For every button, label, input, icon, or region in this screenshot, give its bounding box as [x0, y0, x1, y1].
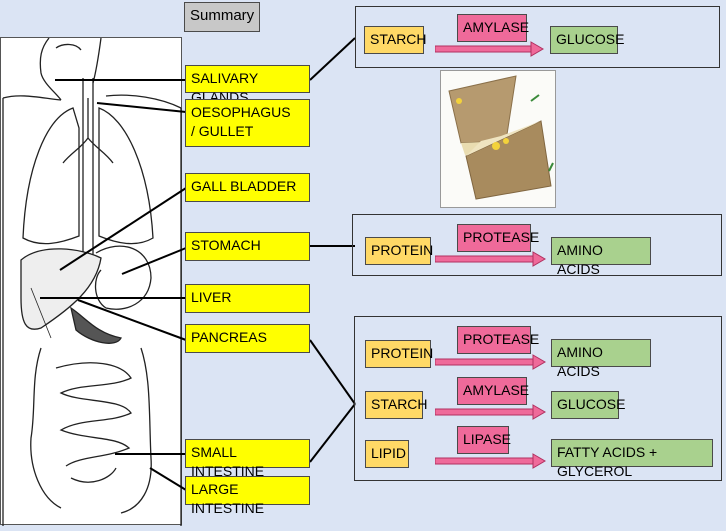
- digestive-system-illustration: [0, 37, 182, 526]
- reaction-group-small-intestine: [354, 316, 722, 481]
- product-fatty-acids-glycerol: FATTY ACIDS + GLYCEROL: [551, 439, 713, 479]
- substrate-lipid: LIPID: [365, 440, 409, 468]
- label-small-intestine: SMALL INTESTINE: [185, 439, 310, 479]
- reaction-arrow: [435, 404, 546, 420]
- label-liver: LIVER: [185, 284, 310, 313]
- enzyme-protease: PROTEASE: [457, 224, 539, 252]
- substrate-starch: STARCH: [365, 391, 428, 419]
- substrate-protein: PROTEIN: [365, 237, 433, 265]
- product-glucose: GLUCOSE: [550, 26, 624, 54]
- label-stomach: STOMACH: [185, 232, 310, 261]
- reaction-arrow: [435, 453, 546, 469]
- label-salivary-glands: SALIVARY GLANDS: [185, 65, 310, 105]
- enzyme-protease: PROTEASE: [457, 326, 539, 354]
- reaction-group-stomach: [352, 214, 722, 276]
- reaction-group-mouth: [355, 6, 720, 68]
- product-amino-acids: AMINO ACIDS: [551, 237, 651, 277]
- reaction-arrow: [435, 354, 546, 370]
- enzyme-lipase: LIPASE: [457, 426, 511, 454]
- product-glucose: GLUCOSE: [551, 391, 625, 419]
- reaction-arrow: [435, 251, 546, 267]
- substrate-starch: STARCH: [364, 26, 427, 54]
- substrate-protein: PROTEIN: [365, 340, 433, 368]
- summary-title: Summary: [184, 2, 260, 32]
- label-pancreas: PANCREAS: [185, 324, 310, 353]
- product-amino-acids: AMINO ACIDS: [551, 339, 651, 379]
- enzyme-amylase: AMYLASE: [457, 14, 529, 42]
- label-oesophagus-line2: / GULLET: [191, 123, 254, 139]
- label-gall-bladder: GALL BLADDER: [185, 173, 310, 202]
- sandwich-photo: [440, 70, 556, 208]
- enzyme-amylase: AMYLASE: [457, 377, 529, 405]
- sandwich-image: [441, 71, 555, 207]
- reaction-arrow: [435, 41, 544, 57]
- label-oesophagus-line1: OESOPHAGUS: [191, 104, 291, 120]
- anatomy-svg: [2, 37, 182, 526]
- label-oesophagus: OESOPHAGUS / GULLET: [185, 99, 310, 147]
- label-large-intestine: LARGE INTESTINE: [185, 476, 310, 516]
